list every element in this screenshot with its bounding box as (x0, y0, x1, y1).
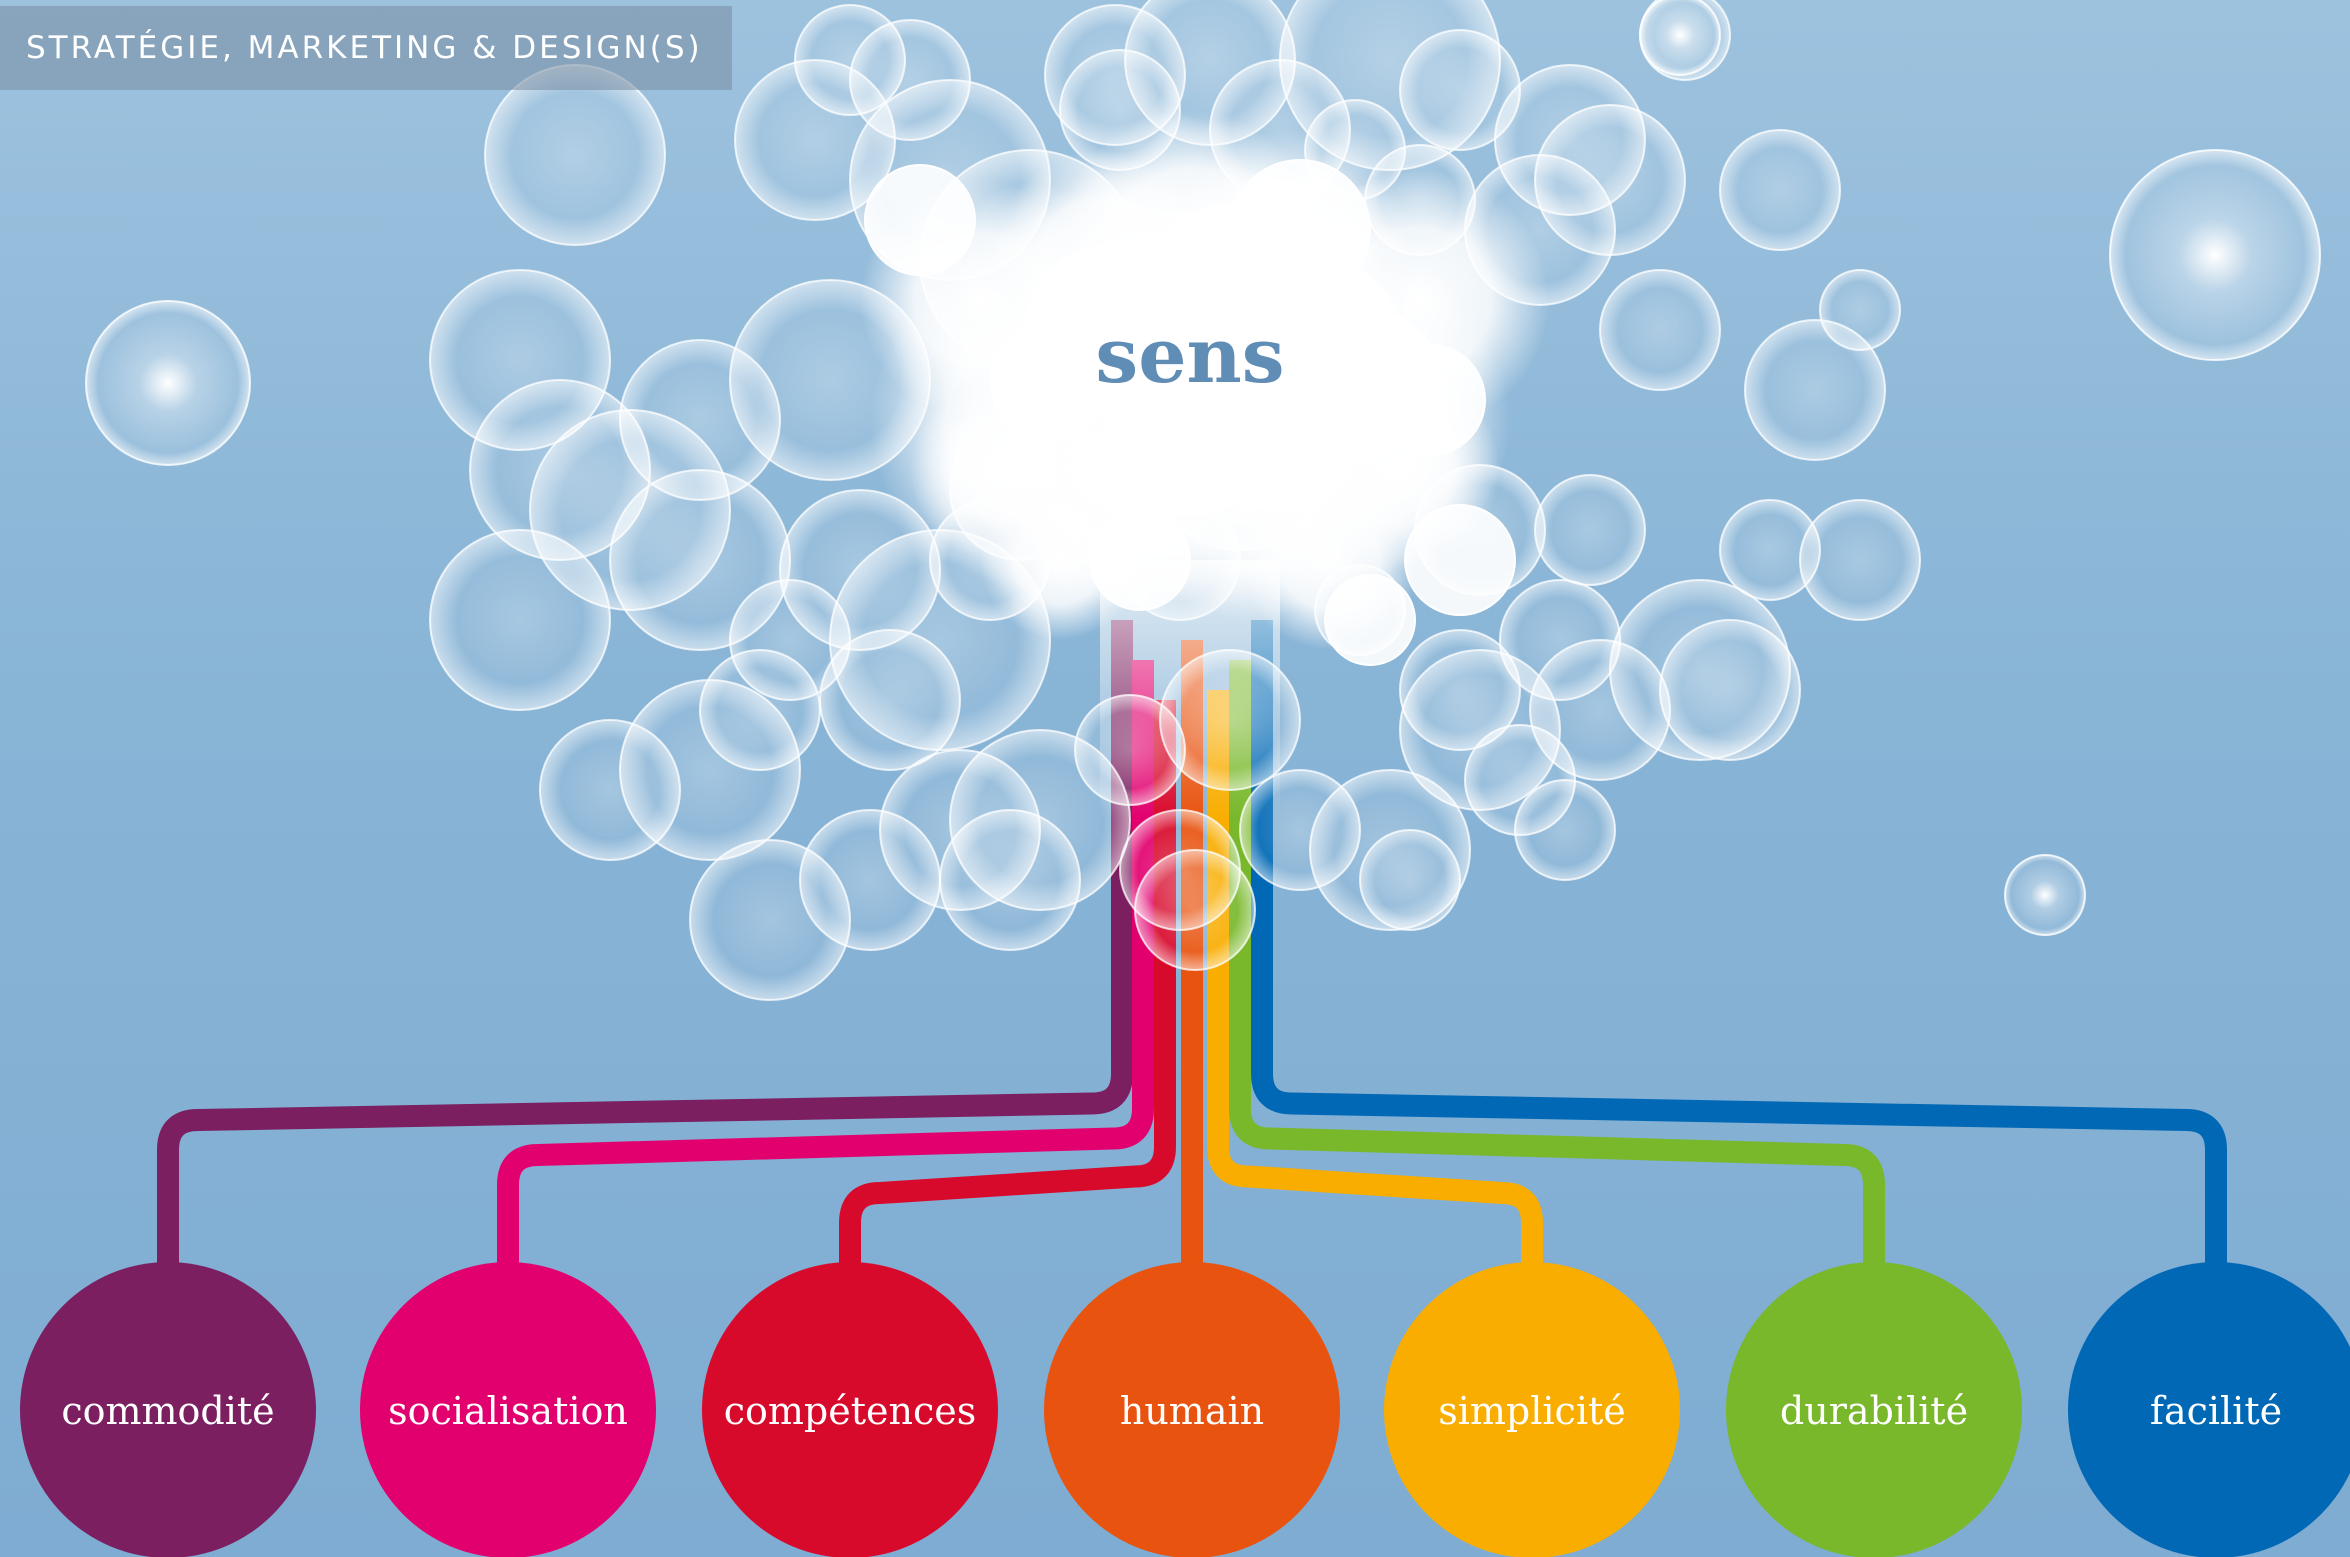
bubble-cloud (85, 0, 2321, 1001)
header-title: STRATÉGIE, MARKETING & DESIGN(S) (26, 30, 703, 66)
node-circle (1726, 1262, 2022, 1557)
bubble (1229, 159, 1371, 301)
value-nodes: commodité socialisation compétences humain s… (20, 1262, 2350, 1557)
node-circle (360, 1262, 656, 1557)
bubble (1364, 144, 1476, 256)
bubble (1059, 49, 1181, 171)
bubble (1399, 629, 1521, 751)
bubble (484, 64, 666, 246)
connector-3 (839, 700, 1176, 1272)
connector-7 (1251, 620, 2227, 1272)
node-label: facilité (2150, 1389, 2282, 1433)
node-2: socialisation (360, 1262, 656, 1557)
bubble (429, 269, 611, 451)
bubble (689, 839, 851, 1001)
bubble (989, 319, 1111, 441)
connector-1 (157, 620, 1133, 1272)
bubble (794, 4, 906, 116)
connector-5 (1207, 690, 1543, 1272)
bubble (1464, 154, 1616, 306)
node-label: commodité (61, 1389, 274, 1433)
node-6: durabilité (1726, 1262, 2022, 1557)
bubble (819, 629, 961, 771)
center-label: sens (1095, 311, 1285, 400)
bubble (1719, 129, 1841, 251)
bubble (1324, 574, 1416, 666)
connector-2 (497, 660, 1154, 1272)
bubble (1744, 319, 1886, 461)
node-circle (20, 1262, 316, 1557)
node-label: compétences (724, 1389, 977, 1433)
node-label: socialisation (388, 1389, 628, 1433)
bubble (1719, 499, 1821, 601)
bubble (1359, 829, 1461, 931)
trunk-glow (1100, 560, 1280, 820)
bubble (1134, 849, 1256, 971)
floating-bubble (2109, 149, 2321, 361)
floating-bubble (2004, 854, 2086, 936)
node-5: simplicité (1384, 1262, 1680, 1557)
floating-bubble (85, 300, 251, 466)
node-circle (702, 1262, 998, 1557)
bubble (1534, 474, 1646, 586)
bubble (1514, 779, 1616, 881)
bubble (1404, 504, 1516, 616)
floating-bubble (1639, 0, 1721, 76)
node-1: commodité (20, 1262, 316, 1557)
node-7: facilité (2068, 1262, 2350, 1557)
connector-6 (1229, 660, 1885, 1272)
node-circle (1044, 1262, 1340, 1557)
bubble (729, 579, 851, 701)
bubble (1659, 619, 1801, 761)
node-circle (1384, 1262, 1680, 1557)
node-3: compétences (702, 1262, 998, 1557)
bubble (864, 164, 976, 276)
node-circle (2068, 1262, 2350, 1557)
bubble (929, 499, 1051, 621)
bubble (1374, 344, 1486, 456)
bubble (1599, 269, 1721, 391)
node-4: humain (1044, 1262, 1340, 1557)
connector-lines (157, 620, 2227, 1272)
node-label: simplicité (1438, 1389, 1626, 1433)
node-label: durabilité (1780, 1389, 1968, 1433)
header-bar: STRATÉGIE, MARKETING & DESIGN(S) (0, 6, 732, 90)
node-label: humain (1120, 1389, 1264, 1433)
bubble (429, 529, 611, 711)
